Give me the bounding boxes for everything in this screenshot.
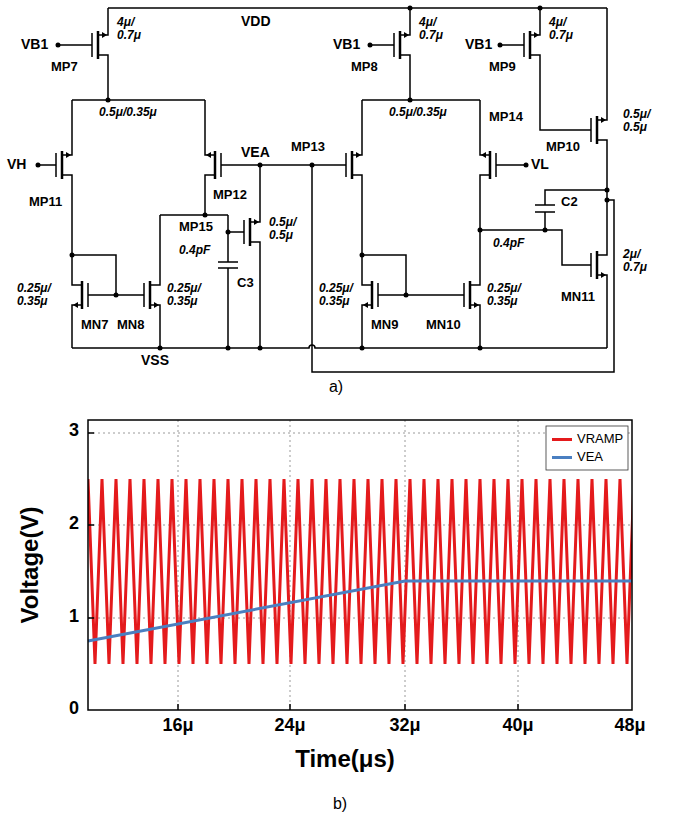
signal-name: VL [530, 157, 550, 172]
dimension: 0.5μ/ 0.5μ [268, 216, 297, 242]
part-name: MP12 [212, 188, 248, 202]
signal-name: VB1 [464, 37, 493, 52]
dimension: 0.5μ/0.35μ [388, 106, 448, 119]
transistor-symbols [44, 23, 607, 317]
tick-label: 16μ [161, 716, 194, 736]
part-name: MP13 [290, 140, 326, 154]
part-name: MN11 [560, 290, 596, 304]
nmos-symbol [132, 273, 160, 317]
tick-label: 2 [68, 514, 80, 534]
part-name: MN8 [116, 318, 145, 332]
pmos-symbol [480, 143, 508, 187]
nmos-symbol [72, 273, 100, 317]
part-name: MP10 [545, 140, 581, 154]
signal-name: VH [6, 157, 27, 172]
pmos-symbol [382, 23, 410, 67]
signal-name: VB1 [20, 37, 49, 52]
dimension: 0.25μ/ 0.35μ [318, 282, 354, 308]
dimension: 0.25μ/ 0.35μ [486, 282, 522, 308]
signal-name: VB1 [332, 37, 361, 52]
dimension: 4μ/ 0.7μ [418, 16, 444, 42]
tick-label: 24μ [273, 716, 306, 736]
dimension: 0.4pF [492, 237, 525, 250]
dimension: 0.5μ/ 0.5μ [622, 108, 651, 134]
part-name: MP9 [488, 60, 517, 74]
dimension: 4μ/ 0.7μ [548, 16, 574, 42]
nmos-symbol [579, 243, 607, 287]
dimension: 0.25μ/ 0.35μ [166, 282, 202, 308]
part-name: MP14 [488, 110, 524, 124]
legend-swatch [552, 438, 572, 441]
tick-label: 0 [68, 699, 80, 719]
panel-label: a) [328, 378, 344, 396]
tick-label: 40μ [501, 716, 534, 736]
nmos-symbol [362, 273, 390, 317]
signal-name: VEA [240, 145, 271, 160]
legend-swatch [552, 456, 572, 459]
pmos-symbol [232, 210, 260, 254]
signal-name: VSS [140, 353, 170, 368]
part-name: MP7 [50, 60, 79, 74]
vea-waveform [88, 581, 632, 641]
part-name: MP8 [350, 60, 379, 74]
dimension: 0.4pF [178, 244, 211, 257]
nmos-symbol [452, 273, 480, 317]
wires [38, 8, 614, 372]
chart-grid [88, 420, 632, 710]
part-name: C3 [236, 276, 255, 290]
tick-label: 3 [68, 421, 80, 441]
part-name: MP11 [28, 195, 63, 209]
ramp-waveform [88, 470, 632, 674]
dimension: 4μ/ 0.7μ [116, 16, 142, 42]
junction-dots [36, 6, 610, 351]
part-name: MN9 [370, 318, 399, 332]
dimension: 0.25μ/ 0.35μ [16, 282, 52, 308]
dimension: 2μ/ 0.7μ [622, 248, 648, 274]
tick-label: 32μ [388, 716, 421, 736]
tick-label: 48μ [613, 716, 646, 736]
legend-text: VEA [577, 450, 603, 464]
legend-text: VRAMP [577, 432, 623, 446]
part-name: MN7 [80, 318, 109, 332]
pmos-symbol [334, 143, 362, 187]
part-name: C2 [560, 195, 579, 209]
part-name: MP15 [178, 220, 214, 234]
pmos-symbol [579, 108, 607, 152]
tick-label: 1 [68, 607, 80, 627]
panel-label: b) [332, 795, 348, 813]
dimension: 0.5μ/0.35μ [98, 106, 158, 119]
pmos-symbol [44, 143, 72, 187]
pmos-symbol [205, 143, 233, 187]
legend-box [546, 426, 628, 470]
pmos-symbol [80, 23, 108, 67]
chart-frame [88, 420, 632, 710]
signal-name: VDD [240, 14, 272, 29]
part-name: MN10 [425, 318, 462, 332]
axis-title: Time(μs) [294, 746, 396, 772]
axis-title: Voltage(V) [17, 506, 43, 625]
